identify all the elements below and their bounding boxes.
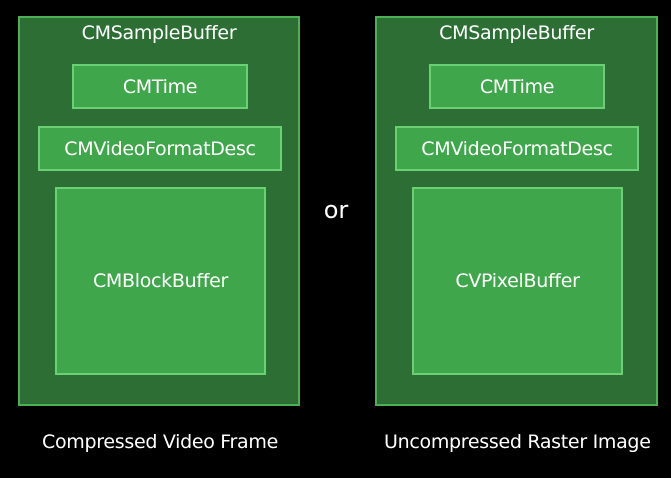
cmtime-box: CMTime <box>72 64 248 109</box>
sample-buffer-panel-uncompressed: CMSampleBuffer CMTime CMVideoFormatDesc … <box>375 16 658 406</box>
format-description-box: CMVideoFormatDesc <box>395 126 639 171</box>
caption-compressed: Compressed Video Frame <box>42 431 279 453</box>
pixel-buffer-box: CVPixelBuffer <box>412 187 623 375</box>
sample-buffer-panel-compressed: CMSampleBuffer CMTime CMVideoFormatDesc … <box>18 16 300 406</box>
panel-title: CMSampleBuffer <box>81 22 237 44</box>
block-buffer-box: CMBlockBuffer <box>55 187 266 375</box>
panel-title: CMSampleBuffer <box>439 22 594 44</box>
caption-uncompressed: Uncompressed Raster Image <box>384 431 651 453</box>
format-description-box: CMVideoFormatDesc <box>38 126 282 171</box>
cmtime-box: CMTime <box>429 64 605 109</box>
or-separator: or <box>323 196 349 224</box>
